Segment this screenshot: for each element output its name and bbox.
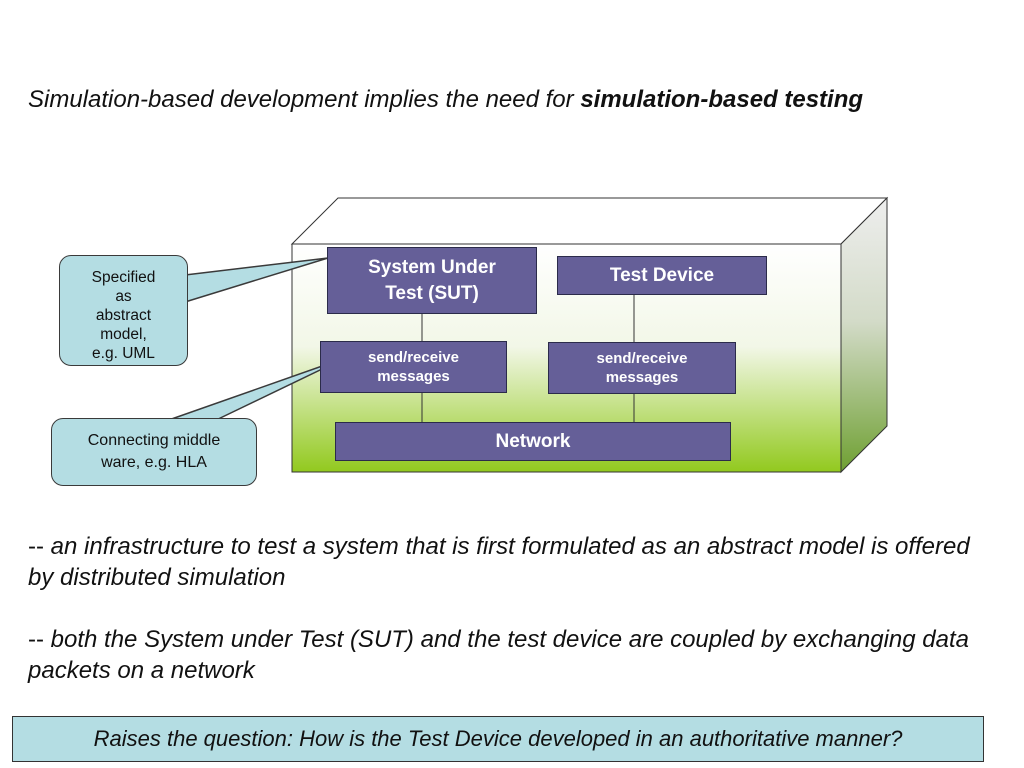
- callout-middleware-line1: Connecting middle: [87, 432, 221, 449]
- cube-top-face: [290, 197, 889, 245]
- sut-messages-line1: send/receive: [368, 349, 459, 366]
- cube-side-face: [840, 196, 888, 474]
- question-banner: Raises the question: How is the Test Dev…: [12, 716, 984, 762]
- sut-messages-box: send/receive messages: [320, 341, 507, 393]
- headline-text: Simulation-based development implies the…: [28, 86, 581, 113]
- callout-model-line5: e.g. UML: [92, 345, 155, 362]
- test-device-box: Test Device: [557, 256, 767, 295]
- test-device-label: Test Device: [609, 264, 715, 286]
- slide-headline: Simulation-based development implies the…: [28, 84, 988, 115]
- sut-label-line2: Test (SUT): [385, 282, 479, 304]
- callout-abstract-model: Specified as abstract model, e.g. UML: [59, 255, 188, 366]
- headline-emphasis: simulation-based testing: [580, 86, 864, 113]
- sut-messages-line2: messages: [377, 368, 450, 385]
- device-messages-line1: send/receive: [596, 350, 688, 367]
- bullet-infrastructure: -- an infrastructure to test a system th…: [28, 531, 988, 593]
- bullet-dash: --: [28, 626, 44, 653]
- callout-model-line1: Specified: [91, 269, 156, 286]
- bullet-dash: --: [28, 533, 44, 560]
- callout-model-line3: abstract: [95, 307, 152, 324]
- question-text: Raises the question: How is the Test Dev…: [93, 726, 903, 751]
- network-box: Network: [335, 422, 731, 461]
- sut-label-line1: System Under: [368, 256, 496, 278]
- callout-model-line4: model,: [100, 326, 147, 343]
- callout-model-line2: as: [115, 288, 132, 305]
- device-messages-box: send/receive messages: [548, 342, 736, 394]
- device-messages-line2: messages: [605, 369, 679, 386]
- bullet-coupling: -- both the System under Test (SUT) and …: [28, 624, 988, 686]
- bullet-text: both the System under Test (SUT) and the…: [28, 626, 969, 684]
- bullet-text: an infrastructure to test a system that …: [28, 533, 970, 591]
- callout-middleware-line2: ware, e.g. HLA: [101, 454, 207, 471]
- network-label: Network: [495, 430, 571, 452]
- sut-box: System Under Test (SUT): [327, 247, 537, 314]
- callout-middleware: Connecting middle ware, e.g. HLA: [51, 418, 257, 486]
